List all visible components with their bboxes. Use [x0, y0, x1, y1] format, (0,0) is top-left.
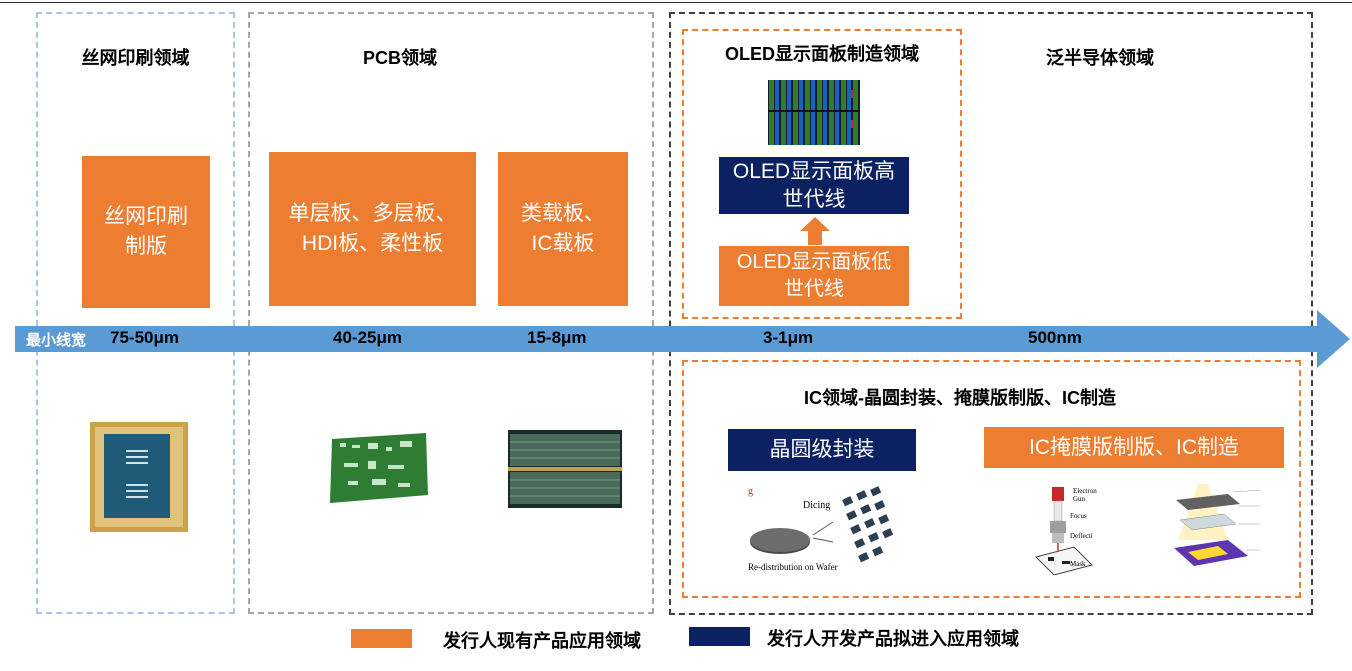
- screen-printing-title: 丝网印刷领域: [81, 48, 190, 68]
- axis-tick-75-50: 75-50μm: [110, 328, 179, 347]
- screen-printing-plate-image: [90, 422, 188, 532]
- oled-pixel-image: [768, 80, 860, 145]
- ic-substrate-box: 类载板、 IC载板: [498, 152, 628, 306]
- pcb-frame: [248, 12, 654, 614]
- oled-low-gen-box: OLED显示面板低 世代线: [719, 246, 909, 306]
- screen-printing-box: 丝网印刷 制版: [82, 156, 210, 308]
- mask-label: Mask: [1070, 560, 1086, 568]
- oled-high-gen-box: OLED显示面板高 世代线: [719, 157, 909, 214]
- legend-developing-swatch: [689, 627, 750, 646]
- semiconductor-title: 泛半导体领域: [1046, 48, 1154, 68]
- redistribution-label: Re-distribution on Wafer: [748, 562, 838, 572]
- pcb-boards-box: 单层板、多层板、 HDI板、柔性板: [269, 152, 476, 306]
- axis-tick-15-8: 15-8μm: [527, 328, 587, 347]
- axis-tick-500nm: 500nm: [1028, 328, 1082, 347]
- semiconductor-frame: [669, 12, 1313, 615]
- wafer-dicing-diagram: g: [748, 486, 894, 563]
- oled-title: OLED显示面板制造领域: [724, 44, 919, 64]
- axis-tick-3-1: 3-1μm: [763, 328, 814, 347]
- line-width-axis-arrow: [15, 310, 1350, 368]
- ic-title: IC领域-晶圆封装、掩膜版制版、IC制造: [804, 388, 1116, 408]
- screen-printing-frame: [36, 12, 235, 614]
- ic-substrate-image: [508, 430, 622, 508]
- lithography-diagram: [1174, 484, 1261, 566]
- ic-frame: [682, 360, 1301, 598]
- legend-developing-label: 发行人开发产品拟进入应用领域: [767, 629, 1019, 649]
- deflector-label: Deflecti: [1070, 532, 1093, 540]
- legend-existing-swatch: [351, 629, 412, 648]
- pcb-board-image: [330, 433, 428, 503]
- top-rule: [0, 2, 1352, 3]
- electron-beam-diagram: [1035, 487, 1093, 575]
- mask-ic-manufacturing-box: IC掩膜版制版、IC制造: [984, 427, 1284, 468]
- pcb-title: PCB领域: [362, 48, 437, 68]
- up-arrow-icon: [800, 217, 830, 245]
- focus-label: Focus: [1070, 512, 1087, 520]
- dicing-label: Dicing: [803, 500, 831, 511]
- svg-text:g: g: [748, 486, 753, 497]
- wafer-level-packaging-box: 晶圆级封装: [728, 429, 916, 471]
- axis-label: 最小线宽: [26, 332, 87, 349]
- legend-existing-label: 发行人现有产品应用领域: [443, 631, 641, 651]
- axis-tick-40-25: 40-25μm: [333, 328, 402, 347]
- electron-gun-label: Electron Gun: [1073, 487, 1097, 503]
- oled-frame: [682, 29, 962, 319]
